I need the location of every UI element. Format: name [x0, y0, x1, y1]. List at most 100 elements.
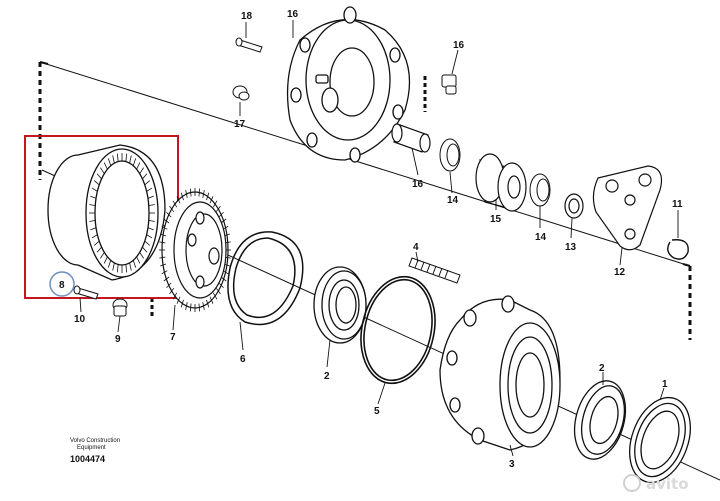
label-14-right: 14 — [535, 232, 547, 243]
washer-part-13[interactable] — [564, 193, 584, 219]
gear-tooth — [116, 264, 119, 273]
gear-tooth — [125, 153, 128, 162]
label-6: 6 — [240, 354, 246, 365]
leader-lines — [79, 20, 679, 457]
gear-tooth — [100, 252, 105, 259]
gear-tooth — [159, 241, 166, 244]
gear-tooth — [139, 167, 144, 174]
gear-tooth — [144, 180, 151, 186]
gear-tooth — [132, 158, 137, 166]
gear-tooth — [93, 240, 100, 246]
label-16-right: 16 — [453, 40, 465, 51]
gear-tooth — [103, 256, 108, 264]
o-ring-part-5[interactable] — [352, 270, 445, 391]
gear-tooth — [148, 220, 155, 222]
label-3: 3 — [509, 459, 515, 470]
gear-tooth — [144, 240, 151, 246]
planet-carrier-part-7[interactable] — [159, 188, 231, 312]
label-5: 5 — [374, 406, 380, 417]
gear-tooth — [96, 246, 102, 253]
ring-gear-part-8[interactable] — [47, 144, 166, 281]
gear-tooth — [212, 200, 218, 208]
stud-part-4[interactable] — [408, 257, 461, 284]
gear-tooth — [163, 276, 170, 282]
label-14-left: 14 — [447, 195, 459, 206]
label-7: 7 — [170, 332, 176, 343]
watermark-text: avito — [646, 475, 689, 493]
gear-tooth — [93, 180, 100, 186]
gear-tooth — [147, 195, 154, 199]
label-16-mid: 16 — [412, 179, 424, 190]
bolt-part-9[interactable] — [112, 298, 128, 317]
label-17: 17 — [234, 119, 246, 130]
gear-tooth — [142, 173, 148, 180]
label-2-left: 2 — [324, 371, 330, 382]
gear-tooth — [185, 302, 188, 310]
brand-line-2: Equipment — [77, 445, 106, 451]
gear-tooth — [185, 190, 188, 198]
label-2-right: 2 — [599, 363, 605, 374]
retaining-ring-part-6[interactable] — [227, 231, 304, 326]
label-8: 8 — [59, 280, 65, 291]
gear-tooth — [218, 282, 224, 289]
gear-tooth — [136, 162, 141, 170]
pin-part-10[interactable] — [73, 285, 99, 300]
gear-tooth — [180, 192, 184, 201]
label-16-top: 16 — [287, 9, 299, 20]
gear-tooth — [91, 234, 98, 239]
circlip-part-11[interactable] — [667, 239, 689, 260]
needle-bearing-part-14-a[interactable] — [439, 138, 461, 172]
gear-tooth — [116, 153, 119, 162]
label-18: 18 — [241, 11, 253, 22]
gear-tooth — [125, 264, 128, 273]
gear-tooth — [166, 282, 172, 289]
gear-tooth — [172, 200, 178, 208]
gear-tooth — [129, 155, 132, 164]
gear-tooth — [160, 263, 167, 267]
gear-tooth — [147, 227, 154, 231]
gear-tooth — [103, 162, 108, 170]
label-9: 9 — [115, 334, 121, 345]
gear-tooth — [218, 211, 224, 218]
gear-tooth — [148, 204, 155, 206]
gear-tooth — [176, 196, 181, 204]
gear-tooth — [202, 302, 205, 310]
thrust-plate-part-12[interactable] — [592, 165, 663, 251]
gear-tooth — [142, 246, 148, 253]
gear-tooth — [90, 195, 97, 199]
plug-part-16-right[interactable] — [441, 74, 457, 95]
label-4: 4 — [413, 242, 419, 253]
planet-gear-part-15[interactable] — [475, 153, 527, 212]
gear-tooth — [129, 262, 132, 271]
gear-tooth — [206, 299, 210, 308]
needle-bearing-part-14-b[interactable] — [529, 173, 551, 207]
wheel-hub-part-3[interactable] — [439, 295, 561, 451]
gear-tooth — [112, 155, 115, 164]
shaft-pin-part-16[interactable] — [391, 123, 431, 153]
gear-tooth — [206, 192, 210, 201]
gear-tooth — [169, 287, 175, 295]
gear-tooth — [166, 211, 172, 218]
label-1: 1 — [662, 379, 668, 390]
bearing-part-2-left[interactable] — [313, 266, 367, 344]
screw-part-18[interactable] — [235, 37, 263, 53]
housing-part-16[interactable] — [286, 6, 411, 163]
gear-tooth — [159, 256, 166, 259]
label-13: 13 — [565, 242, 577, 253]
gear-tooth — [132, 260, 137, 268]
gear-tooth — [146, 187, 153, 192]
gear-tooth — [100, 167, 105, 174]
gear-tooth — [209, 196, 214, 204]
gear-tooth — [161, 270, 168, 275]
label-12: 12 — [614, 267, 626, 278]
gear-tooth — [112, 262, 115, 271]
label-15: 15 — [490, 214, 502, 225]
seal-part-1[interactable] — [619, 389, 702, 491]
gear-tooth — [172, 292, 178, 300]
bearing-part-2-right[interactable] — [566, 375, 633, 465]
gear-tooth — [107, 158, 112, 166]
gear-tooth — [96, 173, 102, 180]
label-10: 10 — [74, 314, 86, 325]
plug-part-17[interactable] — [232, 85, 250, 101]
